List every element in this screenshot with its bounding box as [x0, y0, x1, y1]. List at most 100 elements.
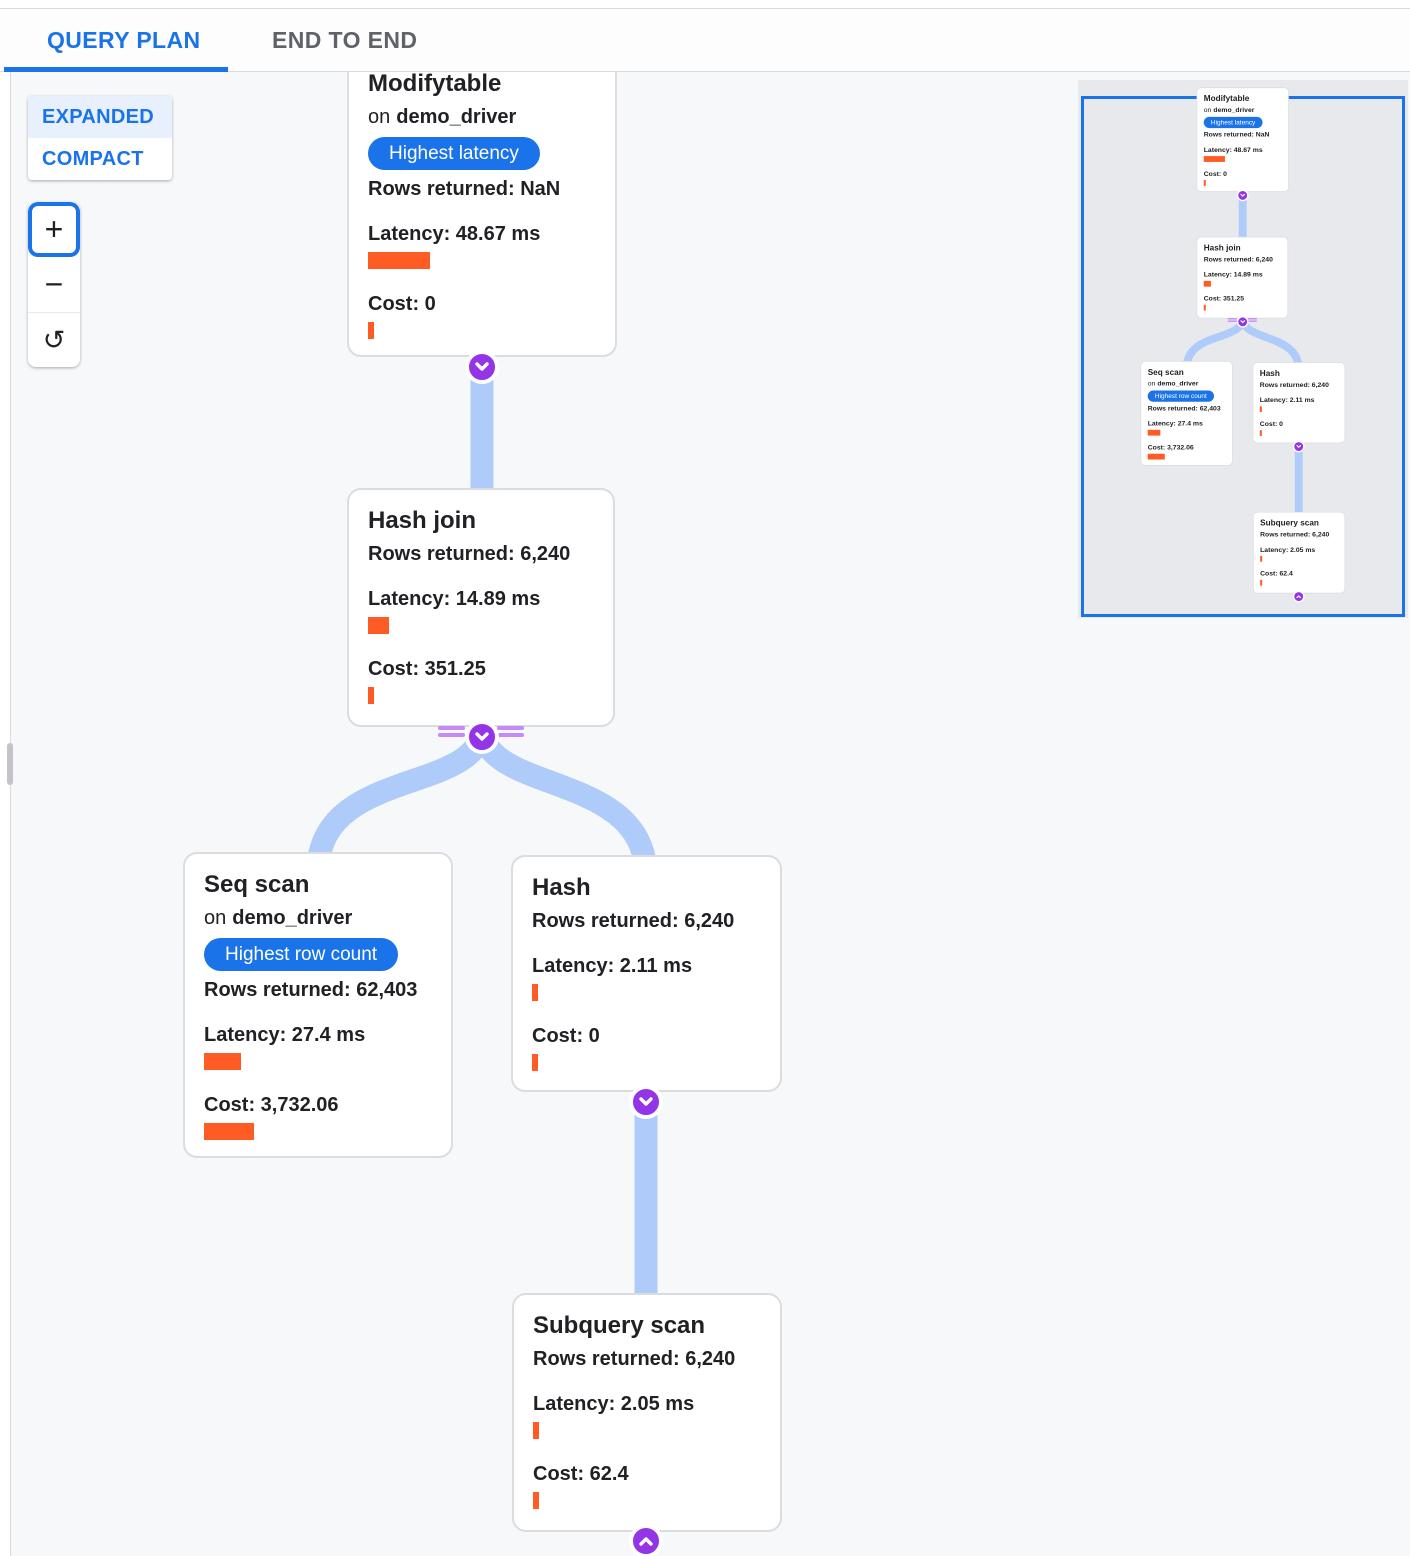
expand-subquery-scan-button	[1292, 590, 1305, 603]
active-tab-indicator	[4, 67, 228, 72]
top-hairline	[0, 8, 1410, 9]
rows-returned: Rows returned: 6,240	[1259, 380, 1329, 389]
connector-line	[1227, 320, 1237, 322]
node-title: Modifytable	[368, 71, 502, 97]
latency-bar	[1203, 280, 1211, 287]
collapse-hash-button	[1292, 440, 1305, 453]
zoom-in-button[interactable]: +	[28, 202, 80, 257]
latency: Latency: 2.11 ms	[532, 955, 693, 977]
node-subquery-scan[interactable]: Subquery scan Rows returned: 6,240 Laten…	[512, 1293, 782, 1532]
zoom-out-button[interactable]: −	[28, 257, 80, 312]
latency: Latency: 2.05 ms	[533, 1393, 695, 1415]
latency-bar	[368, 617, 389, 634]
on-label: on	[1147, 379, 1156, 388]
chevron-down-icon	[475, 732, 489, 741]
expanded-button[interactable]: EXPANDED	[28, 96, 172, 138]
latency: Latency: 48.67 ms	[1203, 146, 1263, 154]
latency-bar	[1203, 156, 1225, 162]
on-label: on	[368, 106, 391, 128]
edge-hashjoin-hash	[470, 724, 658, 877]
cost-bar	[1260, 579, 1263, 586]
node-hash[interactable]: Hash Rows returned: 6,240 Latency: 2.11 …	[511, 855, 782, 1092]
chevron-up-icon	[639, 1537, 653, 1546]
latency-bar	[532, 984, 538, 1001]
connector-line	[497, 733, 524, 737]
latency-bar	[368, 252, 430, 269]
rows-returned: Rows returned: NaN	[1203, 130, 1270, 139]
cost: Cost: 0	[1259, 420, 1283, 428]
expand-subquery-scan-button[interactable]	[629, 1524, 663, 1556]
cost: Cost: 351.25	[1203, 294, 1245, 303]
chevron-down-icon	[1296, 444, 1302, 448]
latency: Latency: 27.4 ms	[204, 1024, 366, 1046]
latency: Latency: 2.11 ms	[1259, 396, 1315, 404]
rows-returned: Rows returned: 62,403	[1147, 404, 1221, 413]
chevron-down-icon	[1240, 193, 1245, 197]
cost-bar	[368, 687, 374, 704]
chevron-down-icon	[475, 362, 489, 371]
latency: Latency: 48.67 ms	[368, 223, 541, 245]
connector-line	[438, 726, 465, 730]
cost: Cost: 0	[532, 1025, 600, 1047]
cost-bar	[1259, 430, 1262, 436]
cost-bar	[533, 1492, 539, 1509]
tab-query-plan[interactable]: QUERY PLAN	[47, 26, 201, 53]
rows-returned: Rows returned: 6,240	[1260, 530, 1330, 539]
cost-bar	[204, 1123, 254, 1140]
cost-bar	[532, 1054, 538, 1071]
chevron-down-icon	[639, 1097, 653, 1106]
node-hash: Hash Rows returned: 6,240 Latency: 2.11 …	[1252, 362, 1346, 444]
connector-line	[438, 733, 465, 737]
node-title: Modifytable	[1203, 93, 1250, 104]
latency-bar	[204, 1053, 241, 1070]
on-label: on	[204, 907, 227, 929]
chevron-down-icon	[1240, 320, 1245, 324]
collapse-modifytable-button	[1236, 189, 1249, 202]
badge-highest-row-count: Highest row count	[1147, 390, 1215, 402]
cost: Cost: 3,732.06	[204, 1094, 339, 1116]
cost: Cost: 351.25	[368, 658, 486, 680]
cost-bar	[1203, 180, 1206, 186]
node-hash-join[interactable]: Hash join Rows returned: 6,240 Latency: …	[347, 488, 615, 727]
collapse-modifytable-button[interactable]	[465, 350, 499, 384]
cost: Cost: 62.4	[533, 1463, 629, 1485]
tab-end-to-end[interactable]: END TO END	[272, 26, 418, 53]
connector-line	[1227, 318, 1237, 320]
latency: Latency: 27.4 ms	[1147, 419, 1203, 428]
rows-returned: Rows returned: 6,240	[532, 910, 735, 932]
cost: Cost: 62.4	[1260, 569, 1293, 578]
zoom-reset-button[interactable]: ↺	[28, 312, 80, 367]
rows-returned: Rows returned: 6,240	[368, 543, 571, 565]
connector-line	[1247, 318, 1258, 320]
node-title: Subquery scan	[533, 1312, 706, 1339]
collapse-hash-button[interactable]	[629, 1085, 663, 1119]
on-label: on	[1203, 106, 1212, 114]
cost: Cost: 3,732.06	[1147, 443, 1194, 452]
collapse-hash-join-button	[1236, 316, 1249, 328]
node-title: Hash	[532, 874, 591, 901]
latency: Latency: 14.89 ms	[368, 588, 541, 610]
latency-bar	[1147, 429, 1161, 436]
compact-button[interactable]: COMPACT	[28, 138, 172, 180]
collapse-hash-join-button[interactable]	[465, 720, 499, 754]
latency-bar	[1260, 555, 1263, 562]
latency: Latency: 14.89 ms	[1203, 270, 1263, 279]
view-mode-toggle: EXPANDED COMPACT	[28, 96, 172, 180]
table-name: demo_driver	[396, 106, 517, 128]
latency: Latency: 2.05 ms	[1260, 545, 1316, 554]
cost: Cost: 0	[1203, 170, 1227, 178]
badge-highest-row-count: Highest row count	[204, 938, 399, 971]
scrollbar-thumb[interactable]	[7, 743, 13, 785]
